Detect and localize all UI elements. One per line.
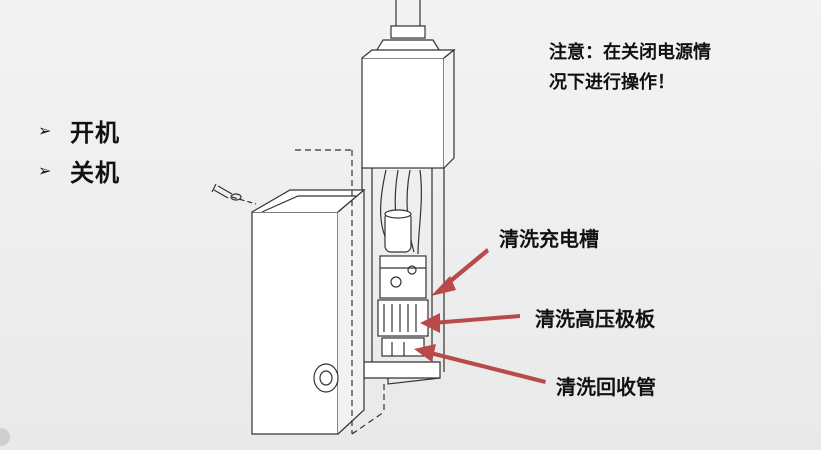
arrow-hv-plate <box>432 314 520 325</box>
arrow-charge-slot <box>441 248 489 290</box>
warning-note-line-1: 注意：在关闭电源情 <box>549 42 711 63</box>
bullet-item-power-on: ➢ 开机 <box>38 110 120 150</box>
bullet-text: 关机 <box>70 158 120 187</box>
bullet-list: ➢ 开机 ➢ 关机 <box>38 110 120 190</box>
arrow-bullet-icon: ➢ <box>38 160 52 180</box>
arrow-return-tube <box>426 350 546 384</box>
label-return-tube: 清洗回收管 <box>556 375 656 399</box>
label-hv-plate: 清洗高压极板 <box>535 307 655 331</box>
label-charge-slot: 清洗充电槽 <box>499 227 599 251</box>
bullet-item-power-off: ➢ 关机 <box>38 150 120 190</box>
warning-note: 注意：在关闭电源情 况下进行操作！ <box>549 38 764 98</box>
arrow-bullet-icon: ➢ <box>38 120 52 140</box>
bullet-text: 开机 <box>70 118 120 147</box>
corner-decoration <box>0 428 10 446</box>
warning-note-line-2: 况下进行操作！ <box>549 72 675 93</box>
